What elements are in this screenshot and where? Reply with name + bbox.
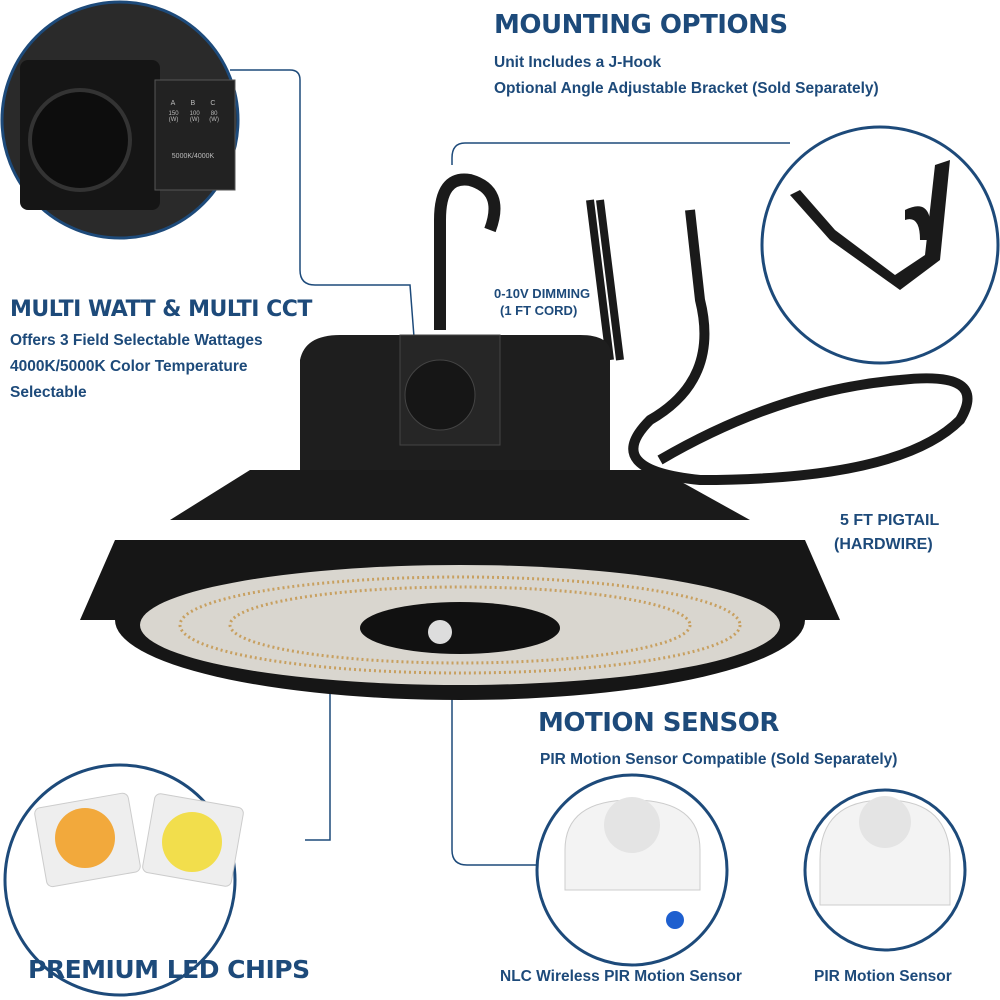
switch-panel: A B C 150 (W) 100 (W) 80 (W) 5000K/4000K	[163, 100, 223, 160]
watt-a: 150 (W)	[168, 111, 179, 123]
watt-b: 100 (W)	[189, 111, 200, 123]
col-b: B	[190, 100, 196, 107]
motion-title: MOTION SENSOR	[538, 708, 779, 738]
mounting-title: MOUNTING OPTIONS	[494, 10, 788, 40]
dimming-line-2: (1 FT CORD)	[500, 303, 578, 318]
motion-subtitle: PIR Motion Sensor Compatible (Sold Separ…	[540, 751, 898, 768]
nlc-sensor-label: NLC Wireless PIR Motion Sensor	[500, 968, 742, 985]
leader-lines	[230, 69, 790, 866]
pigtail-line-2: (HARDWIRE)	[834, 536, 933, 553]
heatsink	[170, 470, 750, 520]
col-c: C	[210, 100, 216, 107]
dimming-line-1: 0-10V DIMMING	[494, 286, 591, 301]
col-a: A	[170, 100, 176, 107]
multi-line-2: 4000K/5000K Color Temperature	[10, 358, 248, 375]
multi-line-3: Selectable	[10, 384, 87, 401]
pir-sensor-label: PIR Motion Sensor	[814, 968, 952, 985]
bracket-circle	[760, 125, 1000, 365]
mounting-line-1: Unit Includes a J-Hook	[494, 54, 662, 71]
watt-c: 80 (W)	[209, 111, 219, 123]
chips-title: PREMIUM LED CHIPS	[28, 955, 310, 984]
mounting-line-2: Optional Angle Adjustable Bracket (Sold …	[494, 80, 879, 97]
cct-label: 5000K/4000K	[171, 153, 215, 160]
multi-title: MULTI WATT & MULTI CCT	[10, 297, 312, 322]
pigtail-line-1: 5 FT PIGTAIL	[840, 512, 940, 529]
multi-line-1: Offers 3 Field Selectable Wattages	[10, 332, 263, 349]
